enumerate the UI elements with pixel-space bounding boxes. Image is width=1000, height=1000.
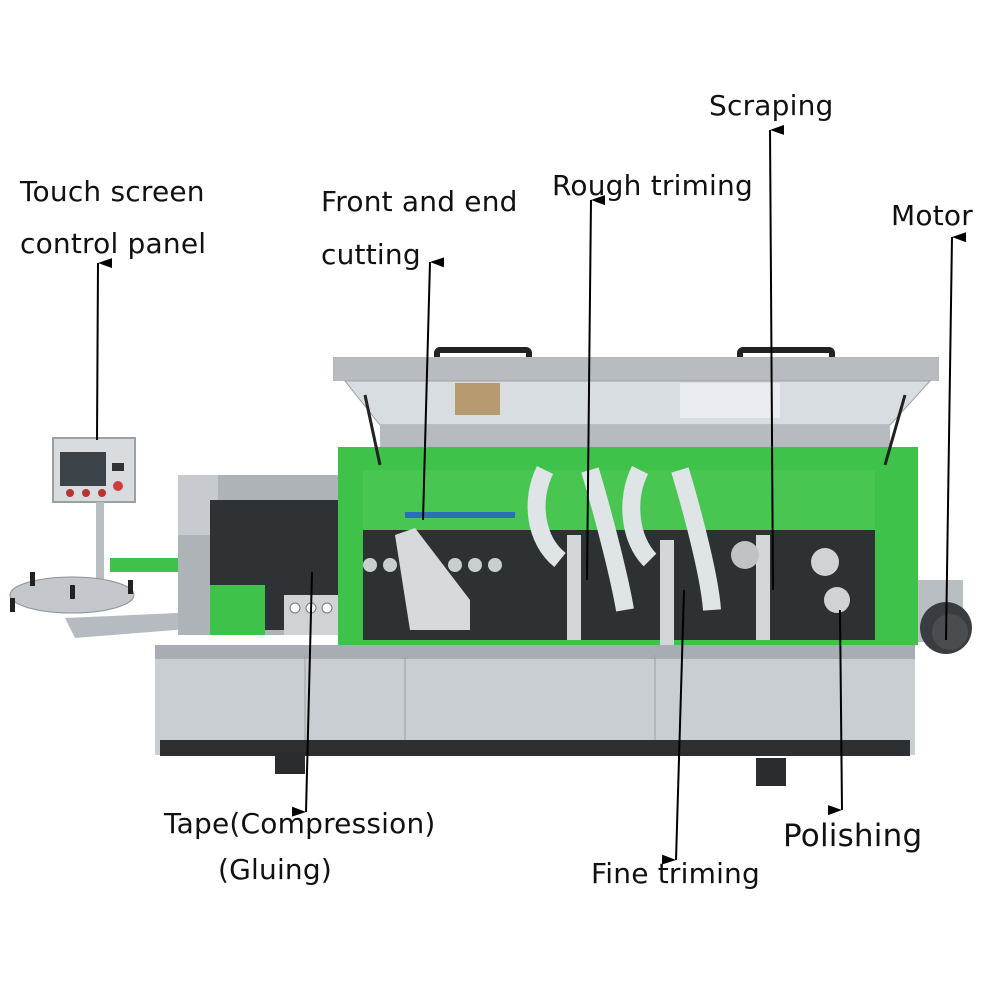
arrow-polishing [827,609,843,816]
label-front-end-cutting-line1: Front and end [321,185,518,218]
machine-base [155,645,915,786]
protective-cover [333,347,939,466]
arrow-front-end-cutting [422,257,445,521]
label-scraping: Scraping [709,89,834,122]
label-tape-gluing-line1: Tape(Compression) [164,807,436,840]
label-touch-screen-line2: control panel [20,227,207,260]
leader-arrows [96,124,967,865]
arrow-scraping [769,124,785,591]
arrow-motor [945,232,967,641]
arrow-tape-gluing [291,571,313,817]
feed-section [178,475,340,635]
label-tape-gluing-line2: (Gluing) [218,853,332,886]
label-rough-trimming: Rough triming [552,169,753,202]
tape-reel [9,558,200,638]
label-front-end-cutting-line2: cutting [321,238,421,271]
motor [918,580,972,654]
label-motor: Motor [891,199,973,232]
label-fine-trimming: Fine triming [591,857,760,890]
label-touch-screen-line1: Touch screen [20,175,205,208]
touch-screen-control-panel [52,437,136,592]
label-polishing: Polishing [783,818,923,854]
arrow-fine-trimming [661,589,685,865]
arrow-touch-screen [96,258,113,441]
processing-chamber [338,447,918,645]
arrow-rough-trimming [586,195,606,581]
